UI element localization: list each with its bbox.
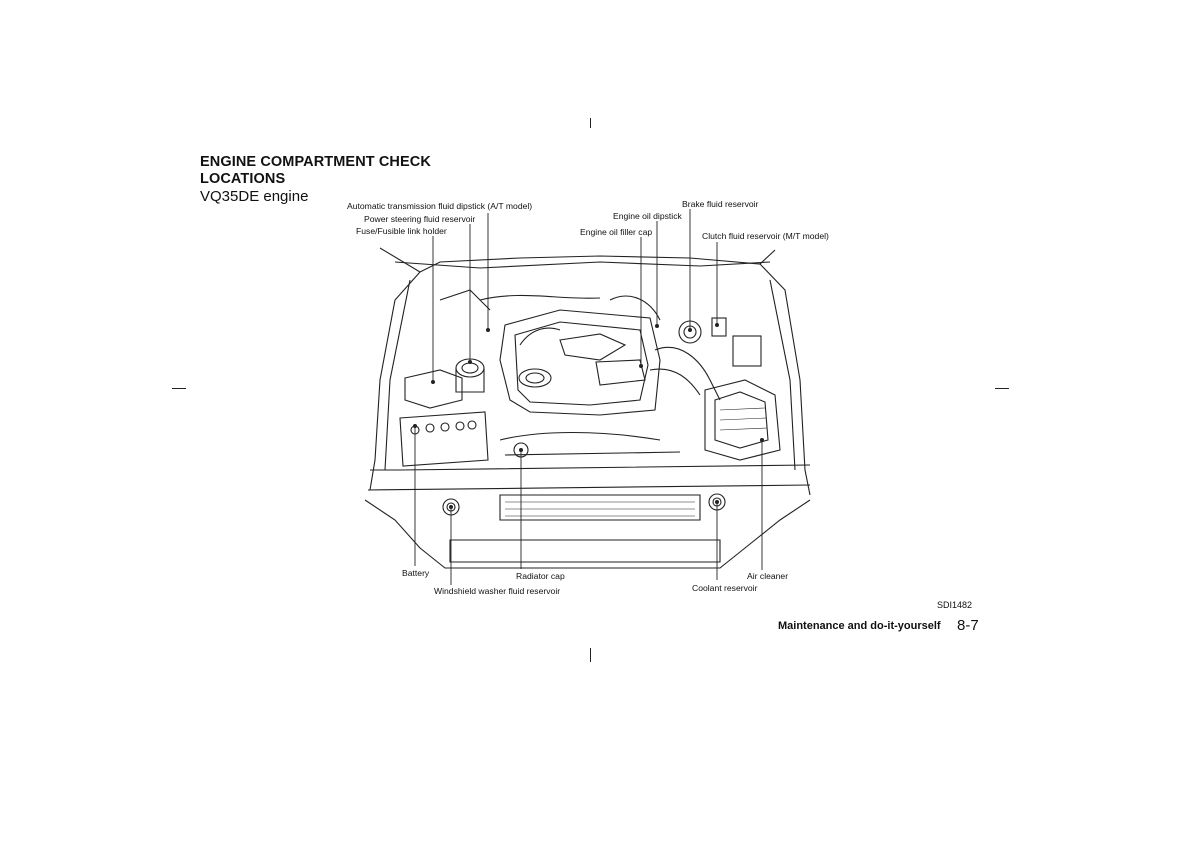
label-atf-dipstick: Automatic transmission fluid dipstick (A… [347, 201, 533, 211]
label-fuse-holder: Fuse/Fusible link holder [356, 226, 447, 236]
page-title-line2: LOCATIONS [200, 171, 286, 187]
crop-mark-bottom [590, 648, 591, 662]
label-clutch-fluid: Clutch fluid reservoir (M/T model) [702, 231, 829, 241]
label-power-steering: Power steering fluid reservoir [364, 214, 476, 224]
page-number: 8-7 [957, 617, 979, 634]
label-battery: Battery [402, 568, 430, 578]
label-engine-oil-filler: Engine oil filler cap [580, 227, 653, 237]
footer-section: Maintenance and do-it-yourself [778, 620, 941, 632]
figure-code: SDI1482 [937, 600, 973, 610]
crop-mark-top [590, 118, 591, 128]
label-washer-reservoir: Windshield washer fluid reservoir [434, 586, 561, 596]
page-title: ENGINE COMPARTMENT CHECK LOCATIONS [200, 154, 431, 188]
crop-mark-left [172, 388, 186, 389]
label-brake-fluid: Brake fluid reservoir [682, 199, 759, 209]
crop-mark-right [995, 388, 1009, 389]
label-engine-oil-dipstick: Engine oil dipstick [613, 211, 682, 221]
page-title-line1: ENGINE COMPARTMENT CHECK [200, 154, 431, 170]
label-coolant-reservoir: Coolant reservoir [692, 583, 758, 593]
label-radiator-cap: Radiator cap [516, 571, 565, 581]
engine-subtitle: VQ35DE engine [200, 188, 309, 205]
label-air-cleaner: Air cleaner [747, 571, 789, 581]
